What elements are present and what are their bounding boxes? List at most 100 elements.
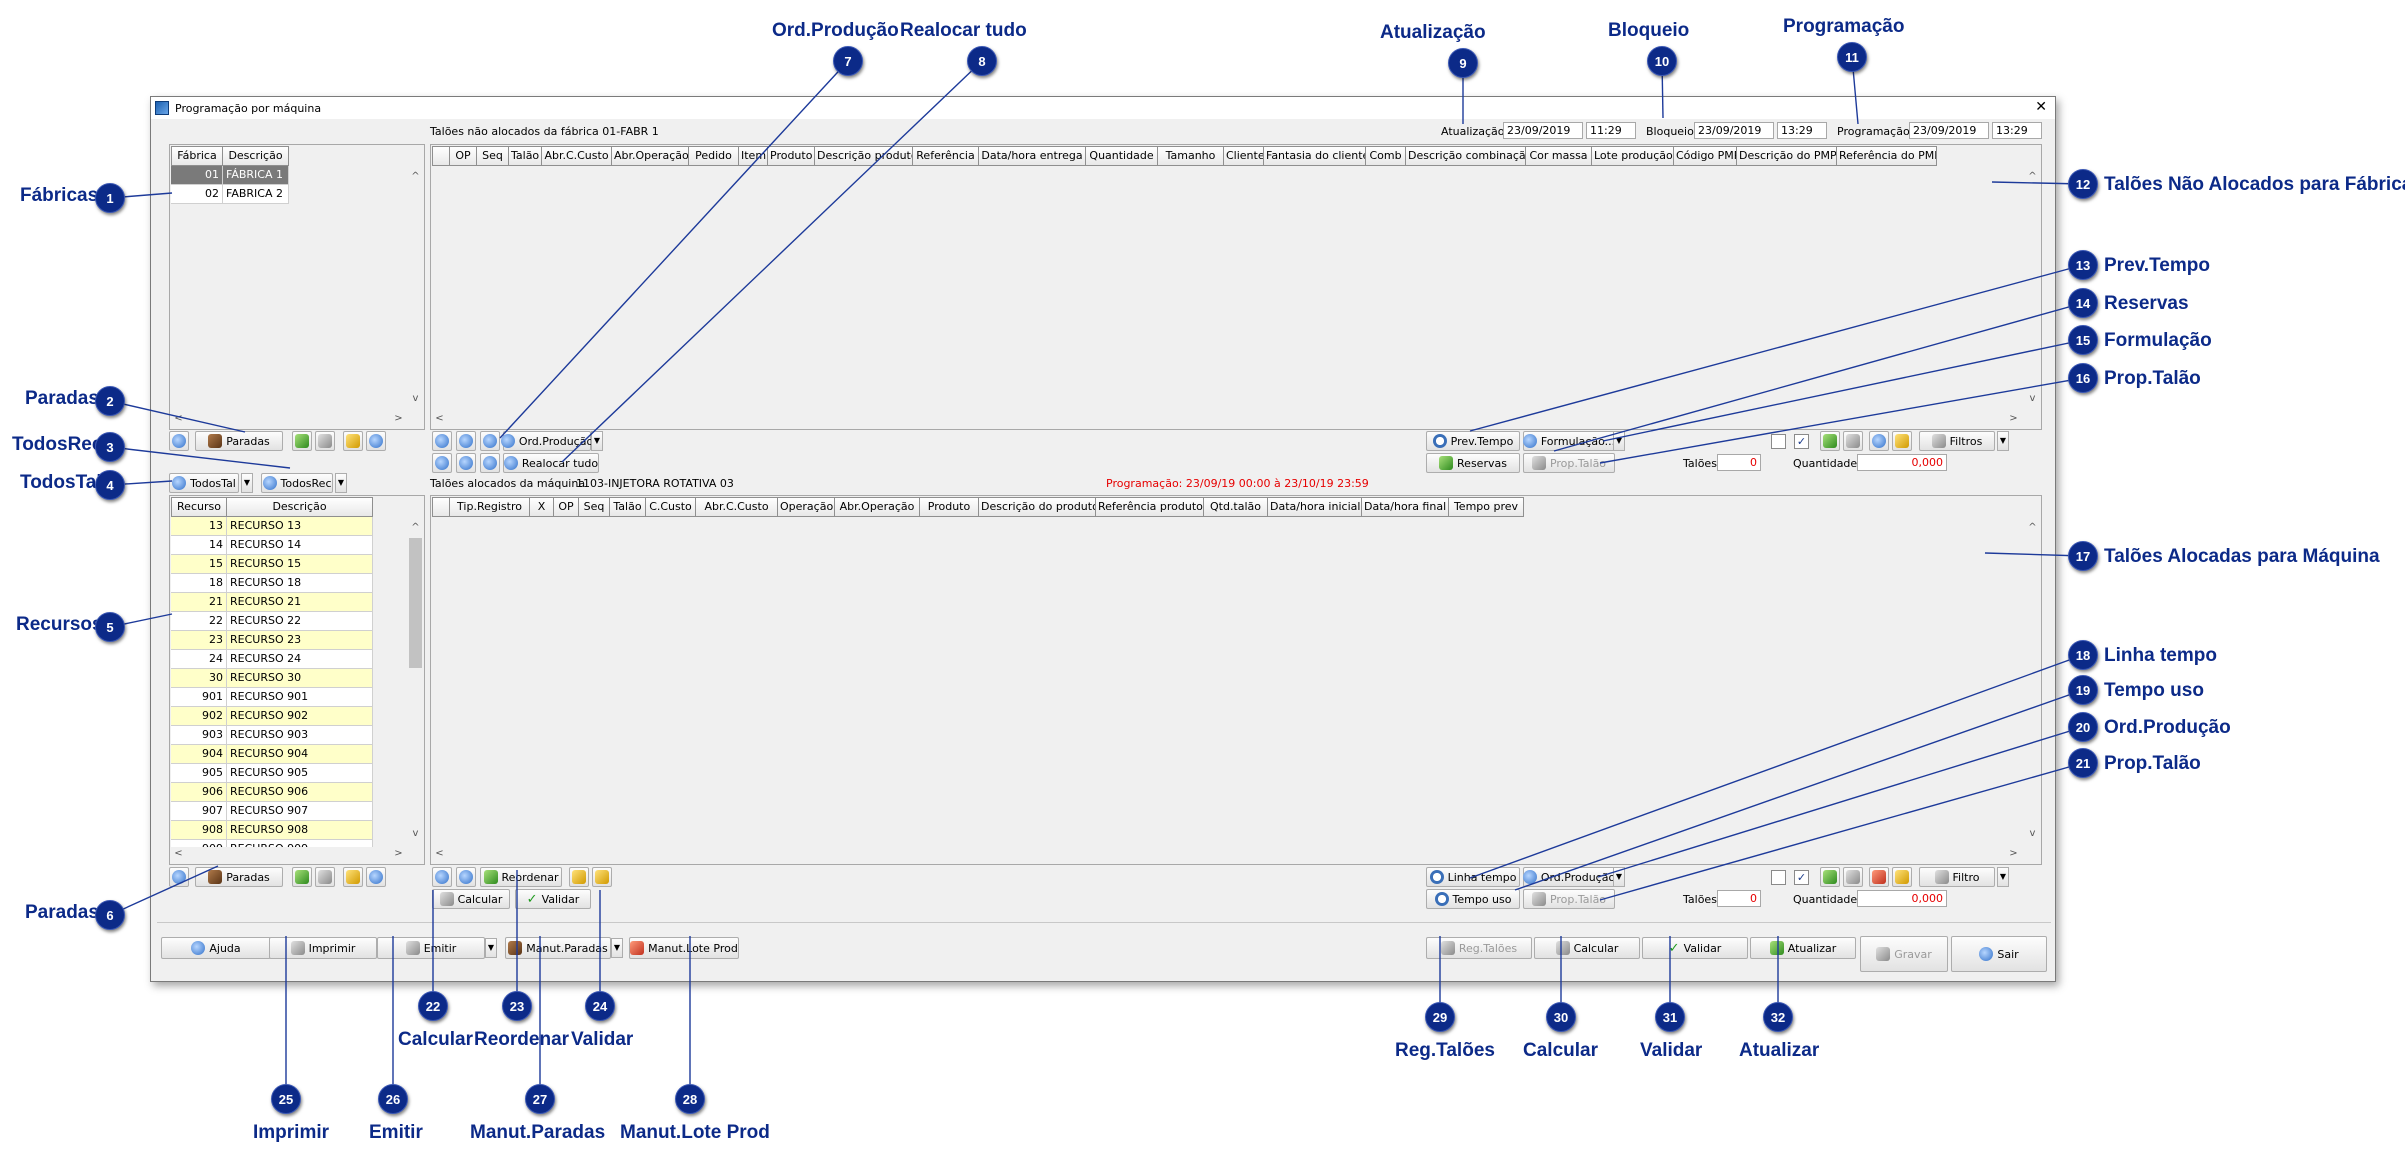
calcular-bottom-button[interactable]: Calcular [432,889,510,909]
ord-producao-top-dropdown[interactable]: ▼ [591,431,603,451]
bottom-move-up-button[interactable] [432,867,452,887]
bottom_grid-col-6[interactable]: C.Custo [646,497,696,517]
manut-lote-prod-button[interactable]: Manut.Lote Prod [629,937,739,959]
top_grid-col-10[interactable]: Referência [913,146,979,166]
unallocated-hscroll[interactable]: < > [431,412,2025,429]
atualizacao-date-field[interactable]: 23/09/2019 [1503,122,1583,139]
bottom_grid-col-15[interactable]: Data/hora final [1362,497,1449,517]
filtro-dropdown[interactable]: ▼ [1997,867,2009,887]
manut-paradas-dropdown[interactable]: ▼ [611,938,623,958]
recursos-vscroll[interactable]: ^ v [407,496,424,848]
unallocated-vscroll[interactable]: ^ v [2024,145,2041,413]
bottom_grid-col-1[interactable]: Tip.Registro [450,497,530,517]
bottom_grid-col-11[interactable]: Descrição do produto [979,497,1096,517]
bottom_grid-col-16[interactable]: Tempo prev [1449,497,1524,517]
validar-footer-button[interactable]: ✓Validar [1642,937,1748,959]
bottom_grid-col-4[interactable]: Seq [579,497,610,517]
bottom-move-down-button[interactable] [456,867,476,887]
reg-taloes-button[interactable]: Reg.Talões [1426,937,1532,959]
ord-producao-top-button[interactable]: Ord.Produção [500,431,593,451]
scroll-left-icon[interactable]: < [435,848,444,859]
top_grid-col-15[interactable]: Fantasia do cliente [1264,146,1366,166]
bottom-tool-yellow-2-button[interactable] [592,867,612,887]
scroll-down-icon[interactable]: v [2029,828,2036,839]
imprimir-button[interactable]: Imprimir [269,937,377,959]
close-icon[interactable]: ✕ [2035,99,2047,115]
recursos-tool-2-button[interactable] [292,867,312,887]
move-prev-button[interactable] [456,431,476,451]
bottom-tool-yellow-1-button[interactable] [569,867,589,887]
check-all-bottom-checkbox[interactable]: ✓ [1794,870,1809,885]
scroll-up-icon[interactable]: ^ [2028,522,2037,533]
scroll-down-icon[interactable]: v [412,393,419,404]
programacao-date-field[interactable]: 23/09/2019 [1909,122,1989,139]
bottom_grid-col-5[interactable]: Talão [610,497,646,517]
ord-producao-bottom-dropdown[interactable]: ▼ [1613,867,1625,887]
scroll-right-icon[interactable]: > [394,413,403,424]
recursos-hscroll[interactable]: < > [170,847,408,864]
gravar-button[interactable]: Gravar [1860,936,1948,972]
top_grid-col-3[interactable]: Talão [509,146,542,166]
top_grid-col-8[interactable]: Produto [768,146,815,166]
bottom-tool-folder-button[interactable] [1892,867,1912,887]
todostal-button[interactable]: TodosTal [169,473,239,493]
filtros-button[interactable]: Filtros [1919,431,1995,451]
filtro-button[interactable]: Filtro [1919,867,1995,887]
top_grid-col-4[interactable]: Abr.C.Custo [542,146,612,166]
fabricas-col-1[interactable]: Descrição [223,146,289,166]
formulacao-button[interactable]: Formulação... [1522,431,1615,451]
bloqueio-time-field[interactable]: 13:29 [1777,122,1827,139]
bottom-tool-chart-button[interactable] [1869,867,1889,887]
top_grid-col-1[interactable]: OP [450,146,477,166]
manut-paradas-button[interactable]: Manut.Paradas [505,937,611,959]
ord-producao-bottom-button[interactable]: Ord.Produção [1522,867,1615,887]
tempo-uso-button[interactable]: Tempo uso [1426,889,1520,909]
top_grid-col-13[interactable]: Tamanho [1158,146,1224,166]
realoc-tool-2-button[interactable] [456,453,476,473]
realocar-tudo-button[interactable]: Realocar tudo [503,453,599,473]
bottom_grid-col-13[interactable]: Qtd.talão [1204,497,1268,517]
programacao-time-field[interactable]: 13:29 [1992,122,2042,139]
paradas-top-button[interactable]: Paradas [195,431,283,451]
realoc-tool-3-button[interactable] [480,453,500,473]
move-first-button[interactable] [432,431,452,451]
top_grid-col-7[interactable]: Item [739,146,768,166]
top_grid-col-22[interactable]: Referência do PMP [1837,146,1937,166]
bottom-tool-export-button[interactable] [1820,867,1840,887]
formulacao-dropdown[interactable]: ▼ [1613,431,1625,451]
fabricas-tool-5-button[interactable] [366,431,386,451]
prop-talao-top-button[interactable]: Prop.Talão [1523,453,1615,473]
ajuda-button[interactable]: Ajuda [161,937,271,959]
top_grid-col-21[interactable]: Descrição do PMP [1737,146,1837,166]
top_grid-col-20[interactable]: Código PMP [1674,146,1737,166]
scroll-up-icon[interactable]: ^ [411,522,420,533]
todosrec-button[interactable]: TodosRec [261,473,333,493]
fabricas-tool-2-button[interactable] [292,431,312,451]
check-all-top-checkbox[interactable]: ✓ [1794,434,1809,449]
recursos-col-1[interactable]: Descrição [227,497,373,517]
top_grid-col-14[interactable]: Cliente [1224,146,1264,166]
top_grid-col-11[interactable]: Data/hora entrega [979,146,1086,166]
top_grid-col-19[interactable]: Lote produção [1592,146,1674,166]
bottom_grid-col-14[interactable]: Data/hora inicial [1268,497,1362,517]
move-next-button[interactable] [480,431,500,451]
linha-tempo-button[interactable]: Linha tempo [1426,867,1520,887]
atualizacao-time-field[interactable]: 11:29 [1586,122,1636,139]
filtros-dropdown[interactable]: ▼ [1997,431,2009,451]
fabricas-tool-4-button[interactable] [343,431,363,451]
